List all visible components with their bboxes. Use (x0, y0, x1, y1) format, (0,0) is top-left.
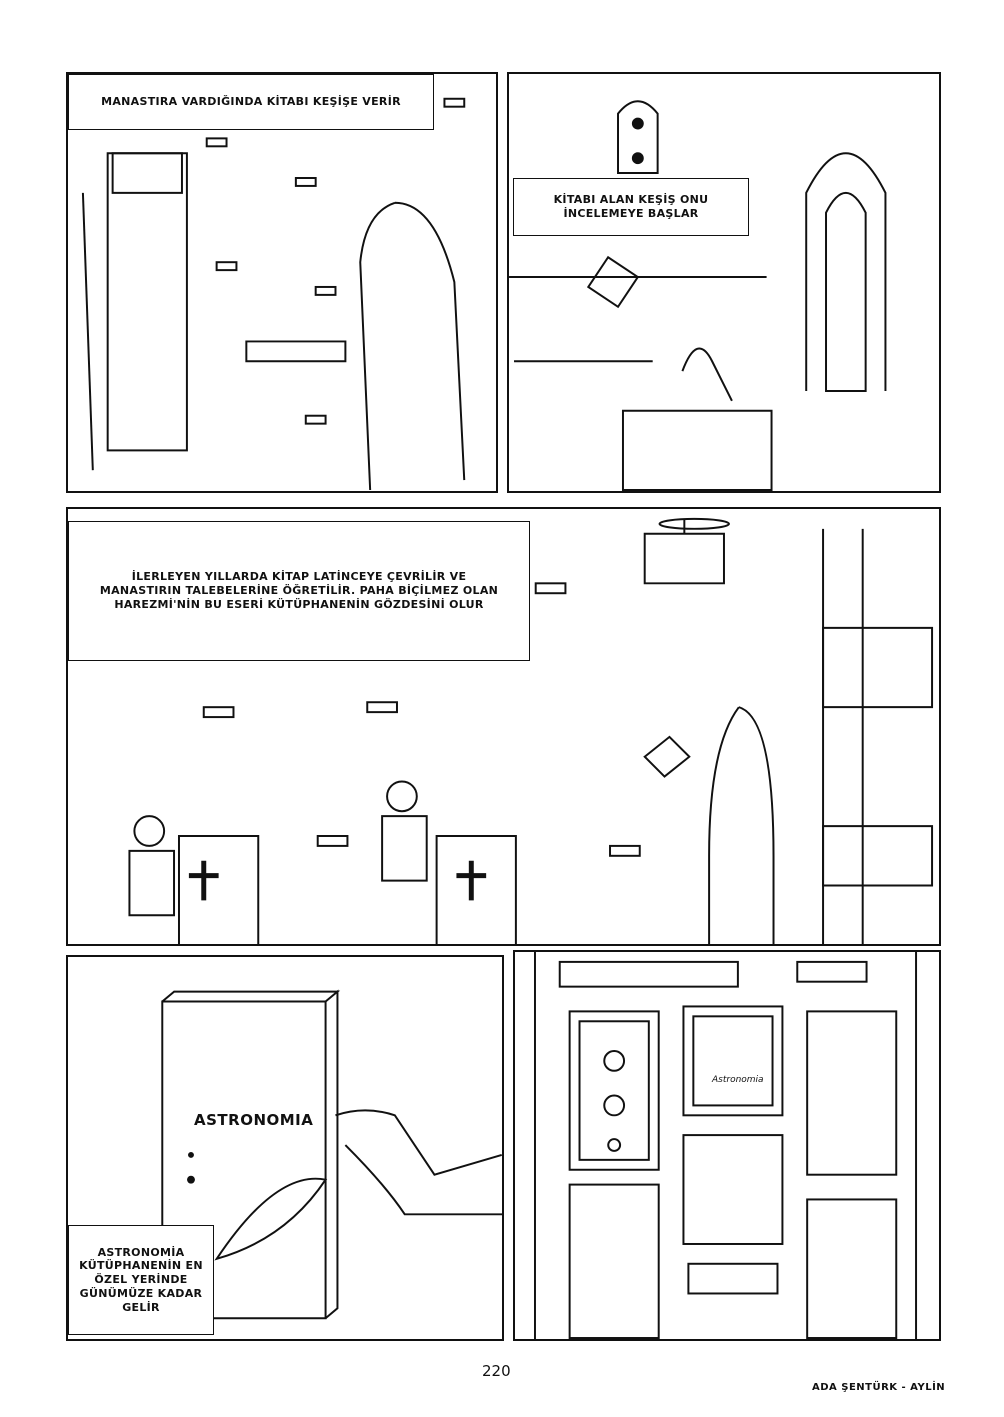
book-hand-illustration (161, 989, 502, 1320)
caption-box: KİTABI ALAN KEŞİŞ ONU İNCELEMEYE BAŞLAR (513, 178, 749, 236)
panel-astronomia-book: ASTRONOMIA ASTRONOMİA KÜTÜPHANENİN EN ÖZ… (66, 955, 504, 1341)
panel-knight-gives-book: MANASTIRA VARDIĞINDA KİTABI KEŞİŞE VERİR (66, 72, 498, 493)
monk-desk-illustration (509, 100, 887, 491)
author-credit: ADA ŞENTÜRK - AYLİN (812, 1382, 946, 1393)
panel-library-shelves: Astronomia (513, 950, 941, 1341)
panel-classroom: İLERLEYEN YILLARDA KİTAP LATİNCEYE ÇEVRİ… (66, 507, 941, 946)
book-title: ASTRONOMIA (194, 1111, 314, 1129)
library-shelves-illustration (533, 952, 918, 1339)
caption-box: İLERLEYEN YILLARDA KİTAP LATİNCEYE ÇEVRİ… (68, 521, 530, 661)
caption-box: MANASTIRA VARDIĞINDA KİTABI KEŞİŞE VERİR (68, 74, 434, 130)
panel-monk-studies-book: KİTABI ALAN KEŞİŞ ONU İNCELEMEYE BAŞLAR (507, 72, 941, 493)
classroom-illustration (128, 517, 934, 944)
caption-box: ASTRONOMİA KÜTÜPHANENİN EN ÖZEL YERİNDE … (68, 1225, 214, 1335)
knight-monk-illustration (81, 97, 466, 491)
page-number: 220 (482, 1362, 511, 1380)
frame-label: Astronomia (712, 1075, 764, 1085)
